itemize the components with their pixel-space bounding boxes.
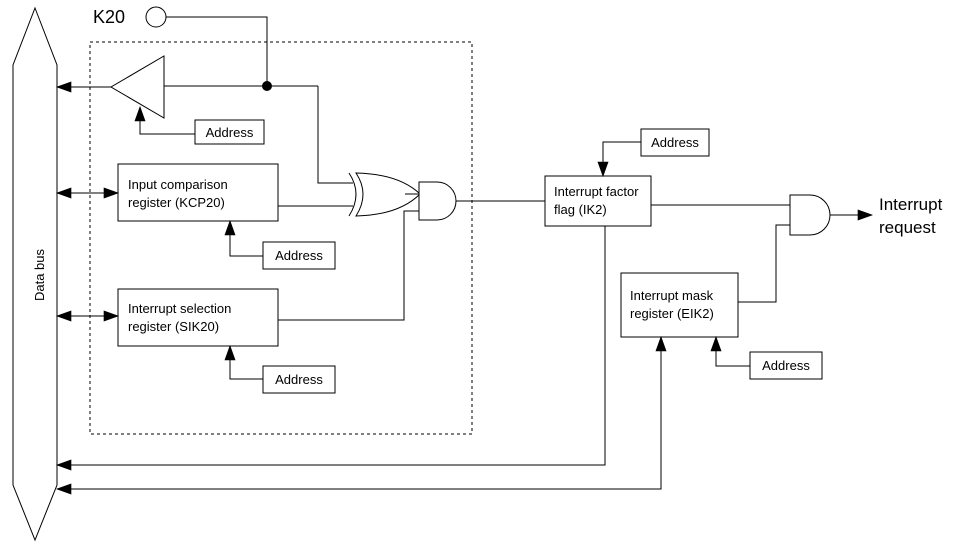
address-label: Address [651,135,699,150]
address-box-buffer: Address [194,119,265,145]
address-box-factor-flag: Address [640,128,710,157]
factor-flag-line2: flag (IK2) [554,202,607,217]
interrupt-mask-register: Interrupt mask register (EIK2) [620,272,739,338]
k20-terminal [145,6,167,28]
and-gate-output [651,194,874,303]
comparison-register-line2: register (KCP20) [128,195,225,210]
selection-register-line1: Interrupt selection [128,301,231,316]
interrupt-selection-register: Interrupt selection register (SIK20) [117,288,279,347]
address-box-comparison: Address [262,241,336,270]
address-label: Address [762,358,810,373]
address-label: Address [275,248,323,263]
address-label: Address [275,372,323,387]
and-gate-port [278,181,545,321]
factor-flag-line1: Interrupt factor [554,184,639,199]
address-label: Address [206,125,254,140]
k20-label: K20 [93,7,125,27]
k20-pin: K20 [93,6,272,91]
interrupt-factor-flag: Interrupt factor flag (IK2) [544,175,652,227]
port-block-boundary [89,41,473,435]
output-label-line1: Interrupt [879,195,943,214]
mask-register-line1: Interrupt mask [630,288,714,303]
input-comparison-register: Input comparison register (KCP20) [117,163,279,222]
selection-register-line2: register (SIK20) [128,319,219,334]
data-bus-label: Data bus [32,248,47,301]
comparison-register-line1: Input comparison [128,177,228,192]
interrupt-request-output: Interrupt request [879,195,943,237]
data-bus: Data bus [12,6,58,542]
address-box-mask: Address [749,351,823,380]
mask-register-line2: register (EIK2) [630,306,714,321]
xor-gate [278,86,421,217]
output-label-line2: request [879,218,936,237]
input-buffer [55,55,318,135]
address-box-selection: Address [262,365,336,394]
